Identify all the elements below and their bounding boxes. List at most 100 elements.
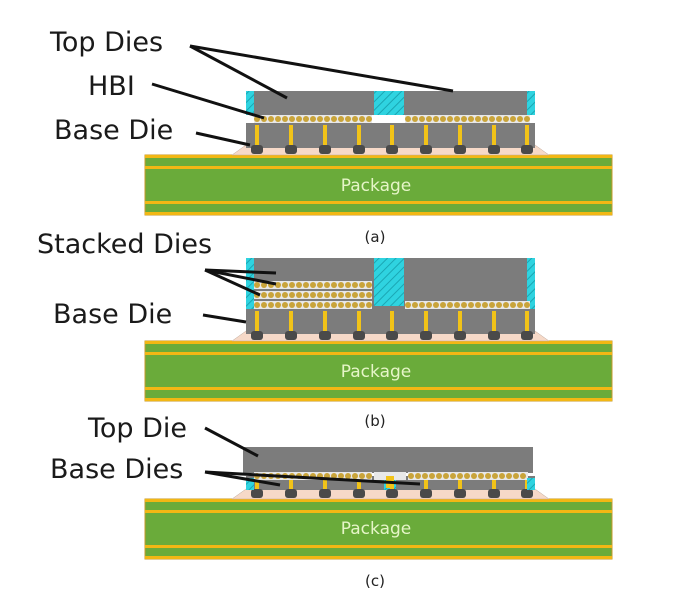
c4-bump: [454, 489, 466, 498]
hbi-bond: [405, 302, 411, 308]
tsv: [525, 311, 529, 334]
hbi-bond: [436, 473, 442, 479]
hbi-bond: [324, 292, 330, 298]
c4-bump: [319, 489, 331, 498]
hbi-bond: [426, 302, 432, 308]
hbi-bond: [447, 302, 453, 308]
hbi-bond: [352, 473, 358, 479]
base-die: [231, 123, 550, 156]
tsv: [255, 125, 259, 148]
hbi-bond: [366, 116, 372, 122]
tsv: [323, 311, 327, 334]
c4-bump: [420, 145, 432, 154]
leader-line: [204, 268, 277, 286]
hbi-bond: [366, 473, 372, 479]
hbi-bond: [489, 302, 495, 308]
hbi-bond: [275, 282, 281, 288]
hbi-bond: [366, 302, 372, 308]
leader-line: [151, 82, 265, 120]
hbi-bond: [433, 302, 439, 308]
package-body: [144, 154, 613, 216]
mold-fill: [527, 258, 535, 309]
leader-lines: [202, 268, 277, 324]
tsv: [289, 478, 293, 490]
c4-bump: [285, 145, 297, 154]
leader-line: [204, 426, 259, 458]
c4-bump: [521, 489, 533, 498]
hbi-bond: [475, 302, 481, 308]
hbi-bond: [412, 116, 418, 122]
leader-lines: [204, 426, 421, 487]
package-trace-layer: [145, 352, 612, 355]
c4-bump: [285, 331, 297, 340]
hbi-bond: [282, 282, 288, 288]
leader-line: [204, 268, 261, 297]
hbi-bond: [366, 292, 372, 298]
c4-bump: [319, 331, 331, 340]
leader-line: [202, 313, 247, 324]
hbi-bond: [282, 302, 288, 308]
tsv: [525, 125, 529, 148]
hbi-bond: [482, 116, 488, 122]
hbi-bond: [338, 473, 344, 479]
package-trace-layer: [145, 499, 612, 502]
hbi-bond: [478, 473, 484, 479]
stacked-dies: [246, 258, 535, 309]
hbi-bond: [517, 116, 523, 122]
tsv: [323, 478, 327, 490]
hbi-bond: [268, 292, 274, 298]
hbi-bond: [275, 302, 281, 308]
hbi-label: HBI: [88, 71, 135, 102]
tsv: [492, 478, 496, 490]
hbi-bond: [468, 302, 474, 308]
tsv: [390, 125, 394, 148]
hbi-bond: [324, 116, 330, 122]
package-label: Package: [341, 362, 411, 382]
hbi-bond: [282, 292, 288, 298]
tsv: [424, 125, 428, 148]
stacked-dies-label: Stacked Dies: [37, 229, 212, 260]
tsv: [390, 311, 394, 334]
tsv: [289, 125, 293, 148]
hbi-bond: [408, 473, 414, 479]
hbi-bond: [345, 292, 351, 298]
hbi-bond: [461, 302, 467, 308]
hbi-bond: [296, 116, 302, 122]
top-die-label: Top Die: [87, 413, 187, 444]
leader-line: [189, 44, 454, 93]
c4-bump: [420, 331, 432, 340]
c4-bump: [454, 331, 466, 340]
hbi-bond: [296, 292, 302, 298]
base-dies-label: Base Dies: [50, 454, 183, 485]
gap-fill: [374, 91, 404, 115]
hbi-bond: [461, 116, 467, 122]
leader-lines: [151, 44, 454, 147]
tsv: [357, 478, 361, 490]
panel-c: Package (c) Top Die Base Dies: [50, 413, 613, 590]
hbi-bond: [275, 292, 281, 298]
tsv: [458, 478, 462, 490]
hbi-bond: [275, 116, 281, 122]
hbi-bond: [447, 116, 453, 122]
hbi-bond: [366, 282, 372, 288]
hbi-bond: [359, 473, 365, 479]
hbi-bond: [310, 282, 316, 288]
package-trace-layer: [145, 166, 612, 169]
hbi-bond: [345, 116, 351, 122]
c4-bump: [353, 331, 365, 340]
hbi-bond: [317, 282, 323, 288]
c4-bump: [386, 145, 398, 154]
c4-bump: [251, 145, 263, 154]
hbi-bond: [506, 473, 512, 479]
mold-fill: [527, 91, 535, 115]
hbi-bond: [524, 302, 530, 308]
c4-bump: [251, 331, 263, 340]
hbi-bond: [352, 292, 358, 298]
top-dies-label: Top Dies: [49, 27, 163, 58]
package-substrate: [144, 340, 613, 402]
c4-bump: [454, 145, 466, 154]
c4-bump: [251, 489, 263, 498]
hbi-bond: [345, 282, 351, 288]
leader-line: [204, 470, 421, 486]
package-trace-layer: [145, 387, 612, 390]
